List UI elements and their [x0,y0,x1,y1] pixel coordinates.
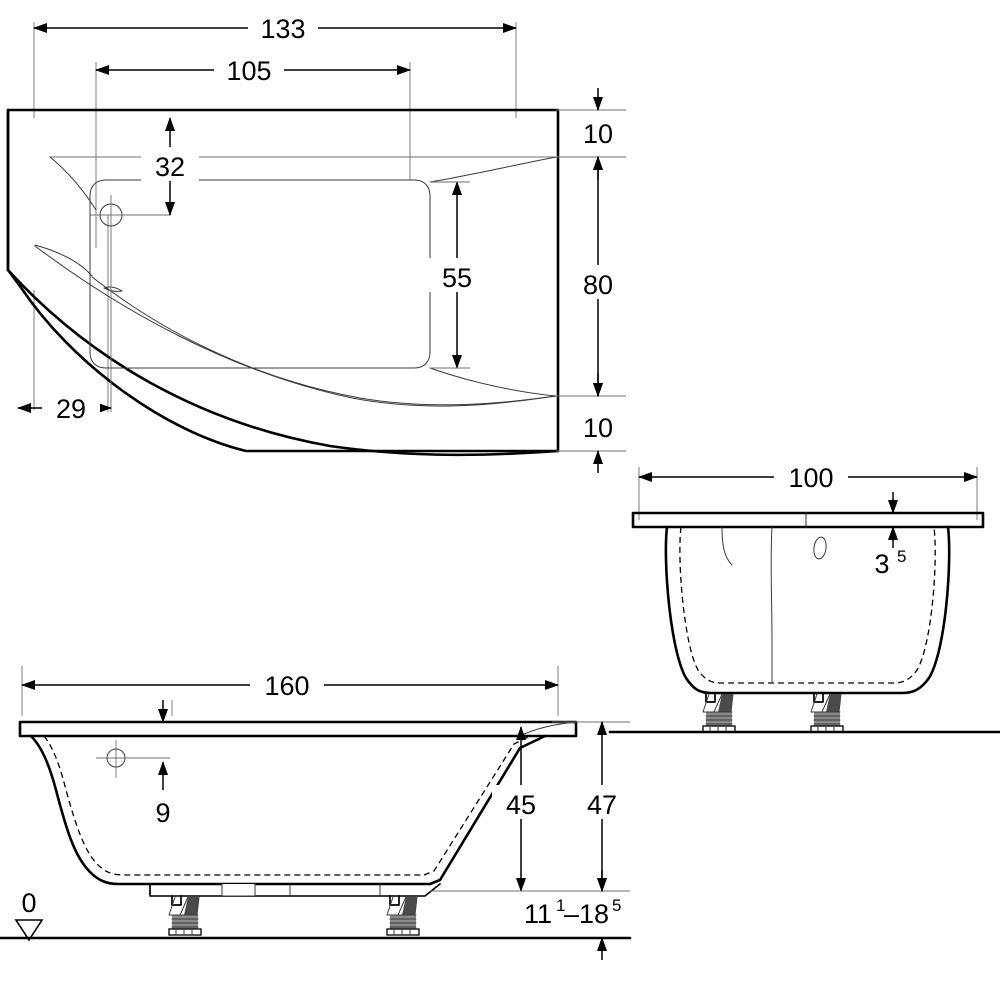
dimension-29: 29 [17,391,112,425]
dimension-105: 105 [95,53,411,87]
dimension-9: 9 [155,761,171,828]
tub-plan-rim-lines [34,156,557,407]
dim-label-29: 29 [56,394,86,424]
dim-label-100: 100 [788,463,833,493]
dimension-3-5: 3 5 [874,492,906,579]
dim-label-9: 9 [155,798,170,828]
front-view-feet [168,895,420,936]
front-view-right-dimension-chain: 47 11 1 –18 5 [440,721,632,960]
dim-label-45: 45 [506,790,536,820]
front-elevation-view: 160 [0,666,632,960]
dimension-100: 100 [638,459,978,493]
dim-label-160: 160 [264,671,309,701]
dim-label-feet-sup1: 1 [556,896,565,915]
tub-side-body [631,511,985,695]
dim-label-3: 3 [874,549,889,579]
dimension-160: 160 [21,667,559,701]
dimension-32: 32 [141,117,199,216]
drain-center-mark-top [90,195,170,412]
side-elevation-view: 100 3 5 [608,459,1000,734]
dim-label-feet-dash: –18 [564,899,609,929]
dim-label-feet-base: 11 [524,899,552,929]
dimension-45: 45 [430,726,550,892]
front-view-extension-lines [21,666,559,716]
dim-label-80: 80 [583,270,613,300]
dimension-55: 55 [428,181,486,369]
side-view-feet [702,692,849,733]
top-view-right-dimension-chain: 10 80 10 [556,88,628,473]
dim-label-10-bottom: 10 [583,413,613,443]
tub-front-body [18,720,578,897]
dim-label-3-superscript: 5 [897,547,906,566]
dim-label-feet-sup2: 5 [612,896,621,915]
dim-label-zero: 0 [21,888,36,918]
drain-center-mark-front [96,740,170,778]
dim-label-133: 133 [260,14,305,44]
dimension-133: 133 [33,11,517,45]
dim-label-105: 105 [226,56,271,86]
dim-label-32: 32 [155,152,185,182]
dim-label-feet-range: 11 1 –18 5 [524,896,621,929]
dim-label-47: 47 [587,790,617,820]
dim-label-10-top: 10 [583,119,613,149]
tub-plan-outline [6,108,560,457]
dim-label-55: 55 [442,263,472,293]
top-view: 133 105 [6,11,628,473]
datum-zero-marker: 0 [14,888,44,942]
